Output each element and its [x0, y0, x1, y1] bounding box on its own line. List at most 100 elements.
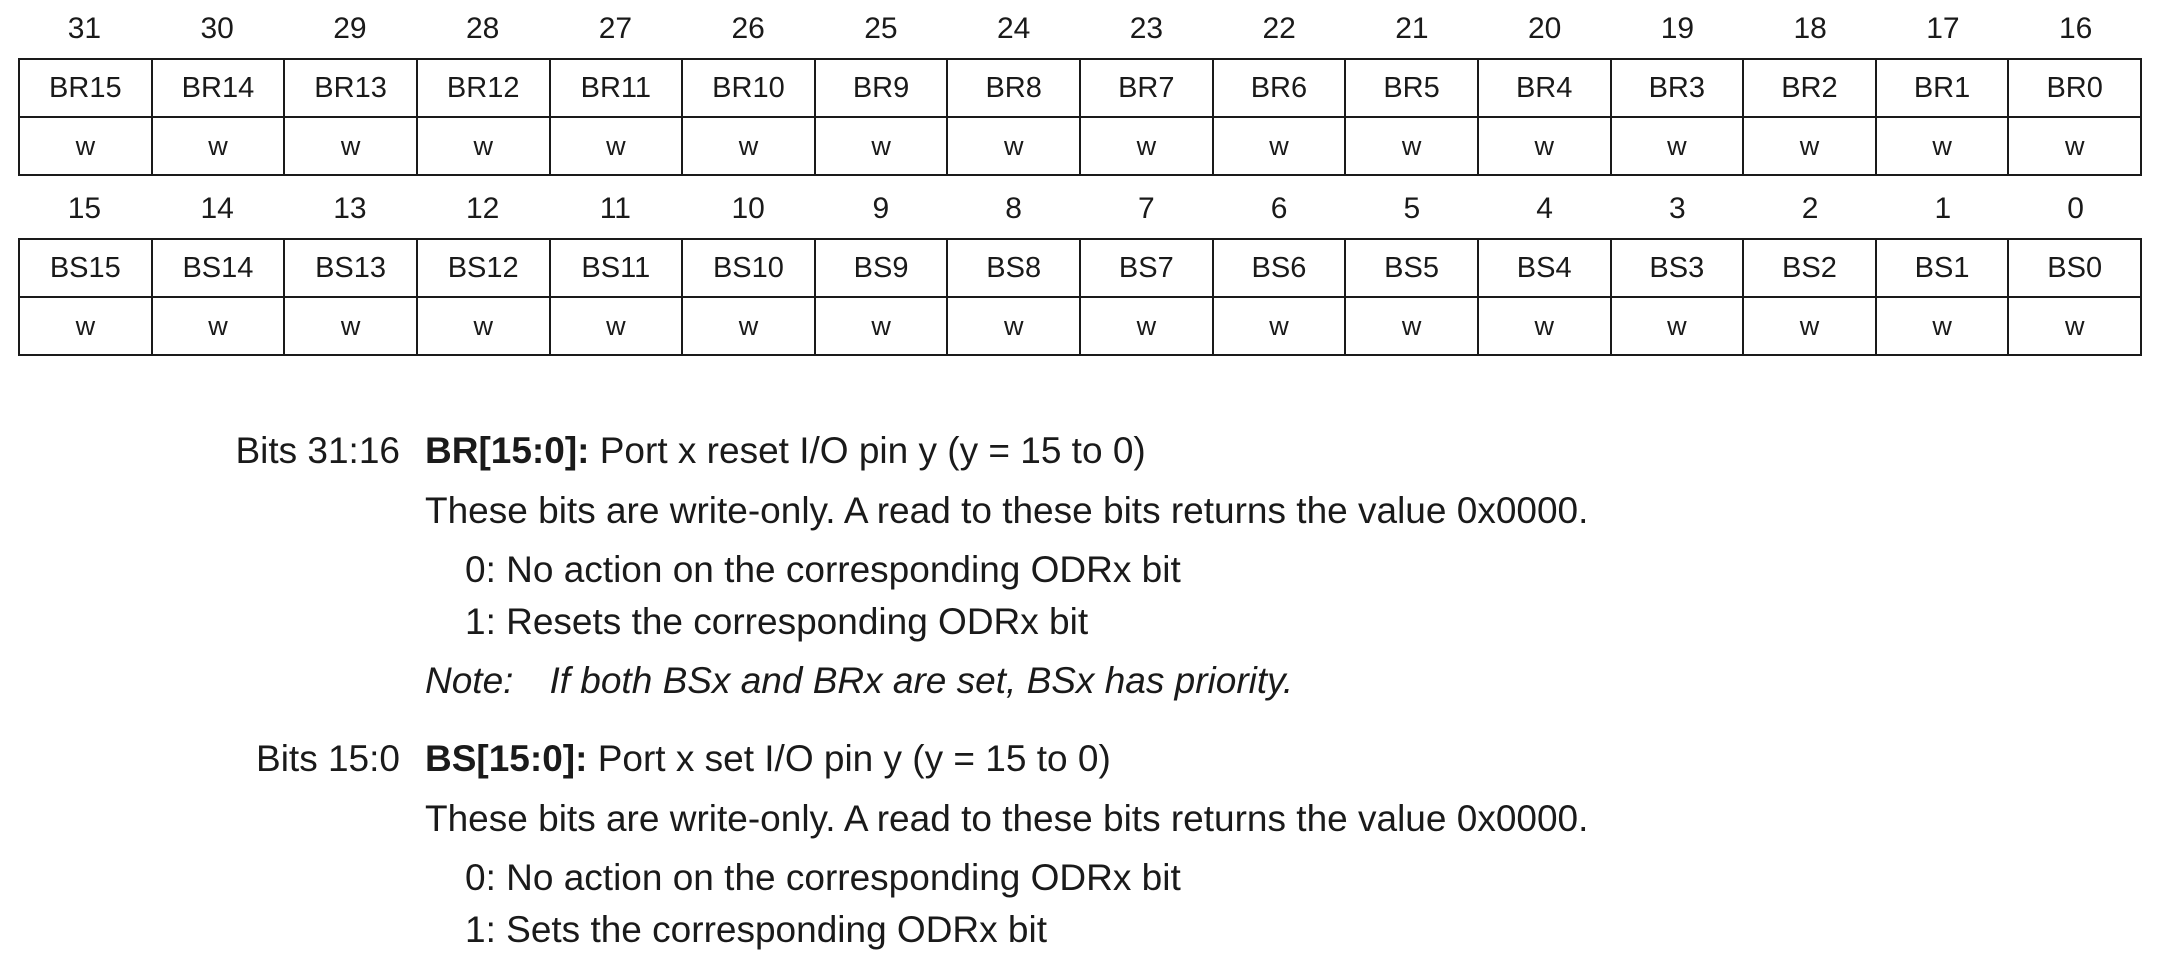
register-field-cell: BS7	[1079, 238, 1214, 298]
register-field-cell: BS2	[1742, 238, 1877, 298]
register-field-cell: BR14	[150, 58, 286, 118]
register-field-cell: BS6	[1211, 238, 1347, 298]
lower-bit-number: 8	[1005, 192, 1022, 225]
lower-bit-number: 3	[1669, 192, 1686, 225]
br-field-name: BR[15:0]:	[425, 430, 590, 471]
lower-bit-number: 5	[1403, 192, 1421, 225]
register-field-cell: BS1	[1874, 238, 2010, 298]
register-field-cell: BR9	[813, 58, 949, 118]
register-field-cell: BR2	[1742, 58, 1877, 118]
access-type-cell: w	[1476, 116, 1612, 176]
access-type-cell: w	[1609, 116, 1745, 176]
upper-bit-number: 25	[864, 12, 898, 45]
register-field-cell: BS0	[2007, 238, 2142, 298]
access-type-cell: w	[1476, 296, 1612, 356]
access-type-cell: w	[283, 116, 418, 176]
lower-bit-number: 2	[1801, 192, 1819, 225]
bs-bits-label: Bits 15:0	[256, 738, 400, 779]
upper-bit-number: 26	[731, 12, 765, 45]
register-field-cell: BS4	[1476, 238, 1612, 298]
access-type-cell: w	[150, 116, 286, 176]
register-field-cell: BR5	[1344, 58, 1479, 118]
register-field-cell: BS15	[18, 238, 153, 298]
bs-option-1: 1: Sets the corresponding ODRx bit	[465, 909, 1048, 950]
register-field-cell: BS5	[1344, 238, 1479, 298]
access-type-cell: w	[18, 296, 153, 356]
access-type-cell: w	[415, 116, 551, 176]
access-type-cell: w	[1742, 296, 1877, 356]
upper-bit-number: 31	[67, 12, 102, 45]
access-type-cell: w	[1344, 116, 1479, 176]
register-field-cell: BR10	[681, 58, 816, 118]
register-field-cell: BS10	[681, 238, 816, 298]
access-type-cell: w	[1211, 116, 1347, 176]
br-note-label: Note:	[425, 660, 514, 701]
register-field-cell: BR15	[18, 58, 153, 118]
lower-bit-number: 10	[731, 192, 765, 225]
access-type-cell: w	[150, 296, 286, 356]
access-type-cell: w	[1344, 296, 1479, 356]
upper-bit-number: 21	[1395, 12, 1429, 45]
access-type-cell: w	[813, 296, 949, 356]
br-note: Note: If both BSx and BRx are set, BSx ha…	[425, 660, 1293, 702]
bs-field-title: Port x set I/O pin y (y = 15 to 0)	[587, 738, 1111, 779]
access-type-cell: w	[283, 296, 418, 356]
access-type-cell: w	[1211, 296, 1347, 356]
br-option-0: 0: No action on the corresponding ODRx b…	[465, 549, 1181, 590]
access-type-cell: w	[548, 116, 684, 176]
register-field-cell: BR0	[2007, 58, 2142, 118]
register-field-cell: BS3	[1609, 238, 1745, 298]
register-field-cell: BR8	[946, 58, 1081, 118]
bs-description: These bits are write-only. A read to the…	[425, 798, 1589, 839]
lower-bit-number: 12	[465, 192, 500, 225]
access-type-cell: w	[1874, 116, 2010, 176]
bs-option-0: 0: No action on the corresponding ODRx b…	[465, 857, 1181, 898]
access-type-cell: w	[548, 296, 684, 356]
lower-bit-number: 1	[1934, 192, 1952, 225]
upper-bit-number: 20	[1527, 12, 1562, 45]
access-type-cell: w	[813, 116, 949, 176]
lower-bit-number: 0	[2067, 192, 2084, 225]
lower-bit-number: 4	[1536, 192, 1553, 225]
lower-bit-number: 11	[599, 192, 631, 225]
access-type-cell: w	[1609, 296, 1745, 356]
upper-bit-number: 17	[1926, 12, 1960, 45]
upper-bit-number: 29	[333, 12, 367, 45]
register-field-cell: BS9	[813, 238, 949, 298]
upper-bit-number: 27	[598, 12, 633, 45]
br-field-title: Port x reset I/O pin y (y = 15 to 0)	[589, 430, 1146, 471]
lower-bit-number: 6	[1270, 192, 1288, 225]
upper-bit-number: 18	[1793, 12, 1827, 45]
lower-bit-number: 13	[333, 192, 367, 225]
register-field-cell: BR1	[1874, 58, 2010, 118]
access-type-cell: w	[681, 296, 816, 356]
register-field-cell: BR12	[415, 58, 551, 118]
upper-bit-number: 16	[2058, 12, 2093, 45]
register-field-cell: BS8	[946, 238, 1081, 298]
access-type-cell: w	[2007, 296, 2142, 356]
upper-bit-number: 28	[465, 12, 500, 45]
register-field-cell: BS14	[150, 238, 286, 298]
br-note-text: If both BSx and BRx are set, BSx has pri…	[549, 660, 1294, 701]
register-field-cell: BR6	[1211, 58, 1347, 118]
br-field-heading: BR[15:0]: Port x reset I/O pin y (y = 15…	[425, 430, 1146, 472]
access-type-cell: w	[1079, 116, 1214, 176]
register-field-cell: BR4	[1476, 58, 1612, 118]
access-type-cell: w	[1742, 116, 1877, 176]
access-type-cell: w	[415, 296, 551, 356]
register-field-cell: BR3	[1609, 58, 1745, 118]
access-type-cell: w	[1079, 296, 1214, 356]
lower-bit-number: 14	[200, 192, 234, 225]
register-field-cell: BR13	[283, 58, 418, 118]
register-field-cell: BR7	[1079, 58, 1214, 118]
br-description: These bits are write-only. A read to the…	[425, 490, 1589, 531]
